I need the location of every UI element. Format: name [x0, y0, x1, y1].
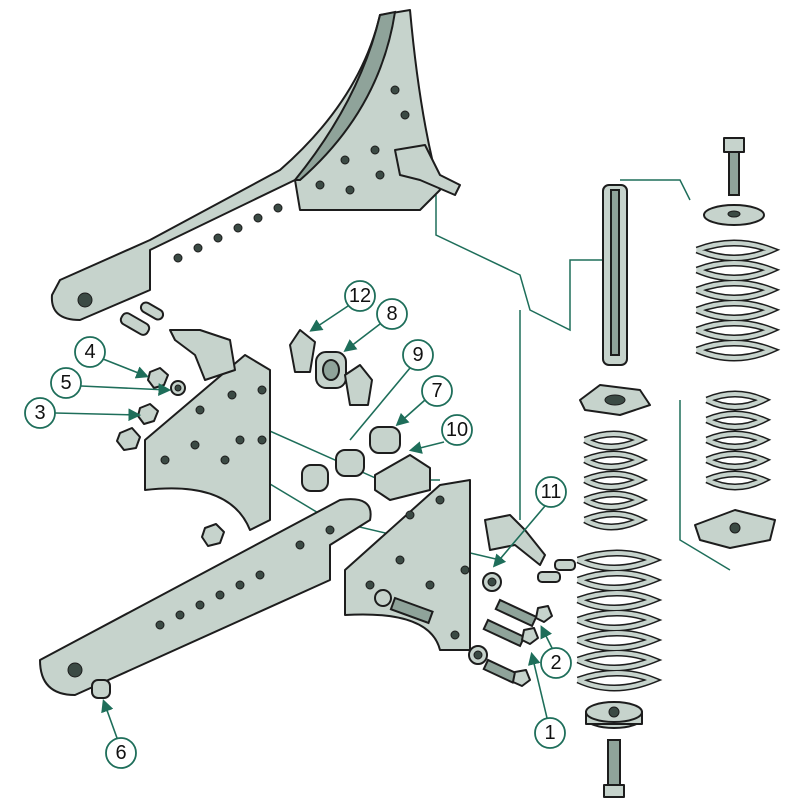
arm-holes: [173, 85, 410, 263]
callout-3: 3: [24, 397, 56, 429]
lower-lift-arm: [39, 498, 372, 699]
svg-text:7: 7: [431, 380, 442, 402]
callout-1: 1: [534, 717, 566, 749]
bushings: [289, 329, 431, 501]
svg-text:12: 12: [349, 285, 371, 307]
svg-text:11: 11: [541, 481, 562, 503]
left-mounting-plate: [144, 354, 271, 531]
callout-8: 8: [376, 298, 408, 330]
svg-text:10: 10: [446, 419, 468, 441]
callout-11: 11: [535, 476, 567, 508]
right-mounting-plate: [344, 479, 471, 651]
lower-coil-spring: [576, 430, 663, 798]
svg-text:9: 9: [412, 344, 423, 366]
callout-9: 9: [402, 339, 434, 371]
callout-4: 4: [74, 336, 106, 368]
bracket: [119, 301, 236, 381]
svg-text:2: 2: [550, 652, 561, 674]
svg-text:1: 1: [544, 722, 555, 744]
callout-6: 6: [105, 737, 137, 769]
callout-10: 10: [441, 414, 473, 446]
svg-text:3: 3: [34, 402, 45, 424]
nuts-and-washers: [116, 367, 225, 547]
upper-coil-spring: [694, 137, 781, 549]
svg-text:8: 8: [386, 303, 397, 325]
callout-7: 7: [421, 375, 453, 407]
damper-rod: [579, 184, 651, 416]
bolts: [468, 514, 576, 687]
upper-lift-arm: [50, 9, 461, 321]
callout-2: 2: [540, 647, 572, 679]
svg-text:4: 4: [84, 341, 95, 363]
svg-text:6: 6: [115, 742, 126, 764]
svg-text:5: 5: [60, 372, 71, 394]
callout-leaders: [54, 305, 553, 739]
callout-5: 5: [50, 367, 82, 399]
callout-12: 12: [344, 280, 376, 312]
